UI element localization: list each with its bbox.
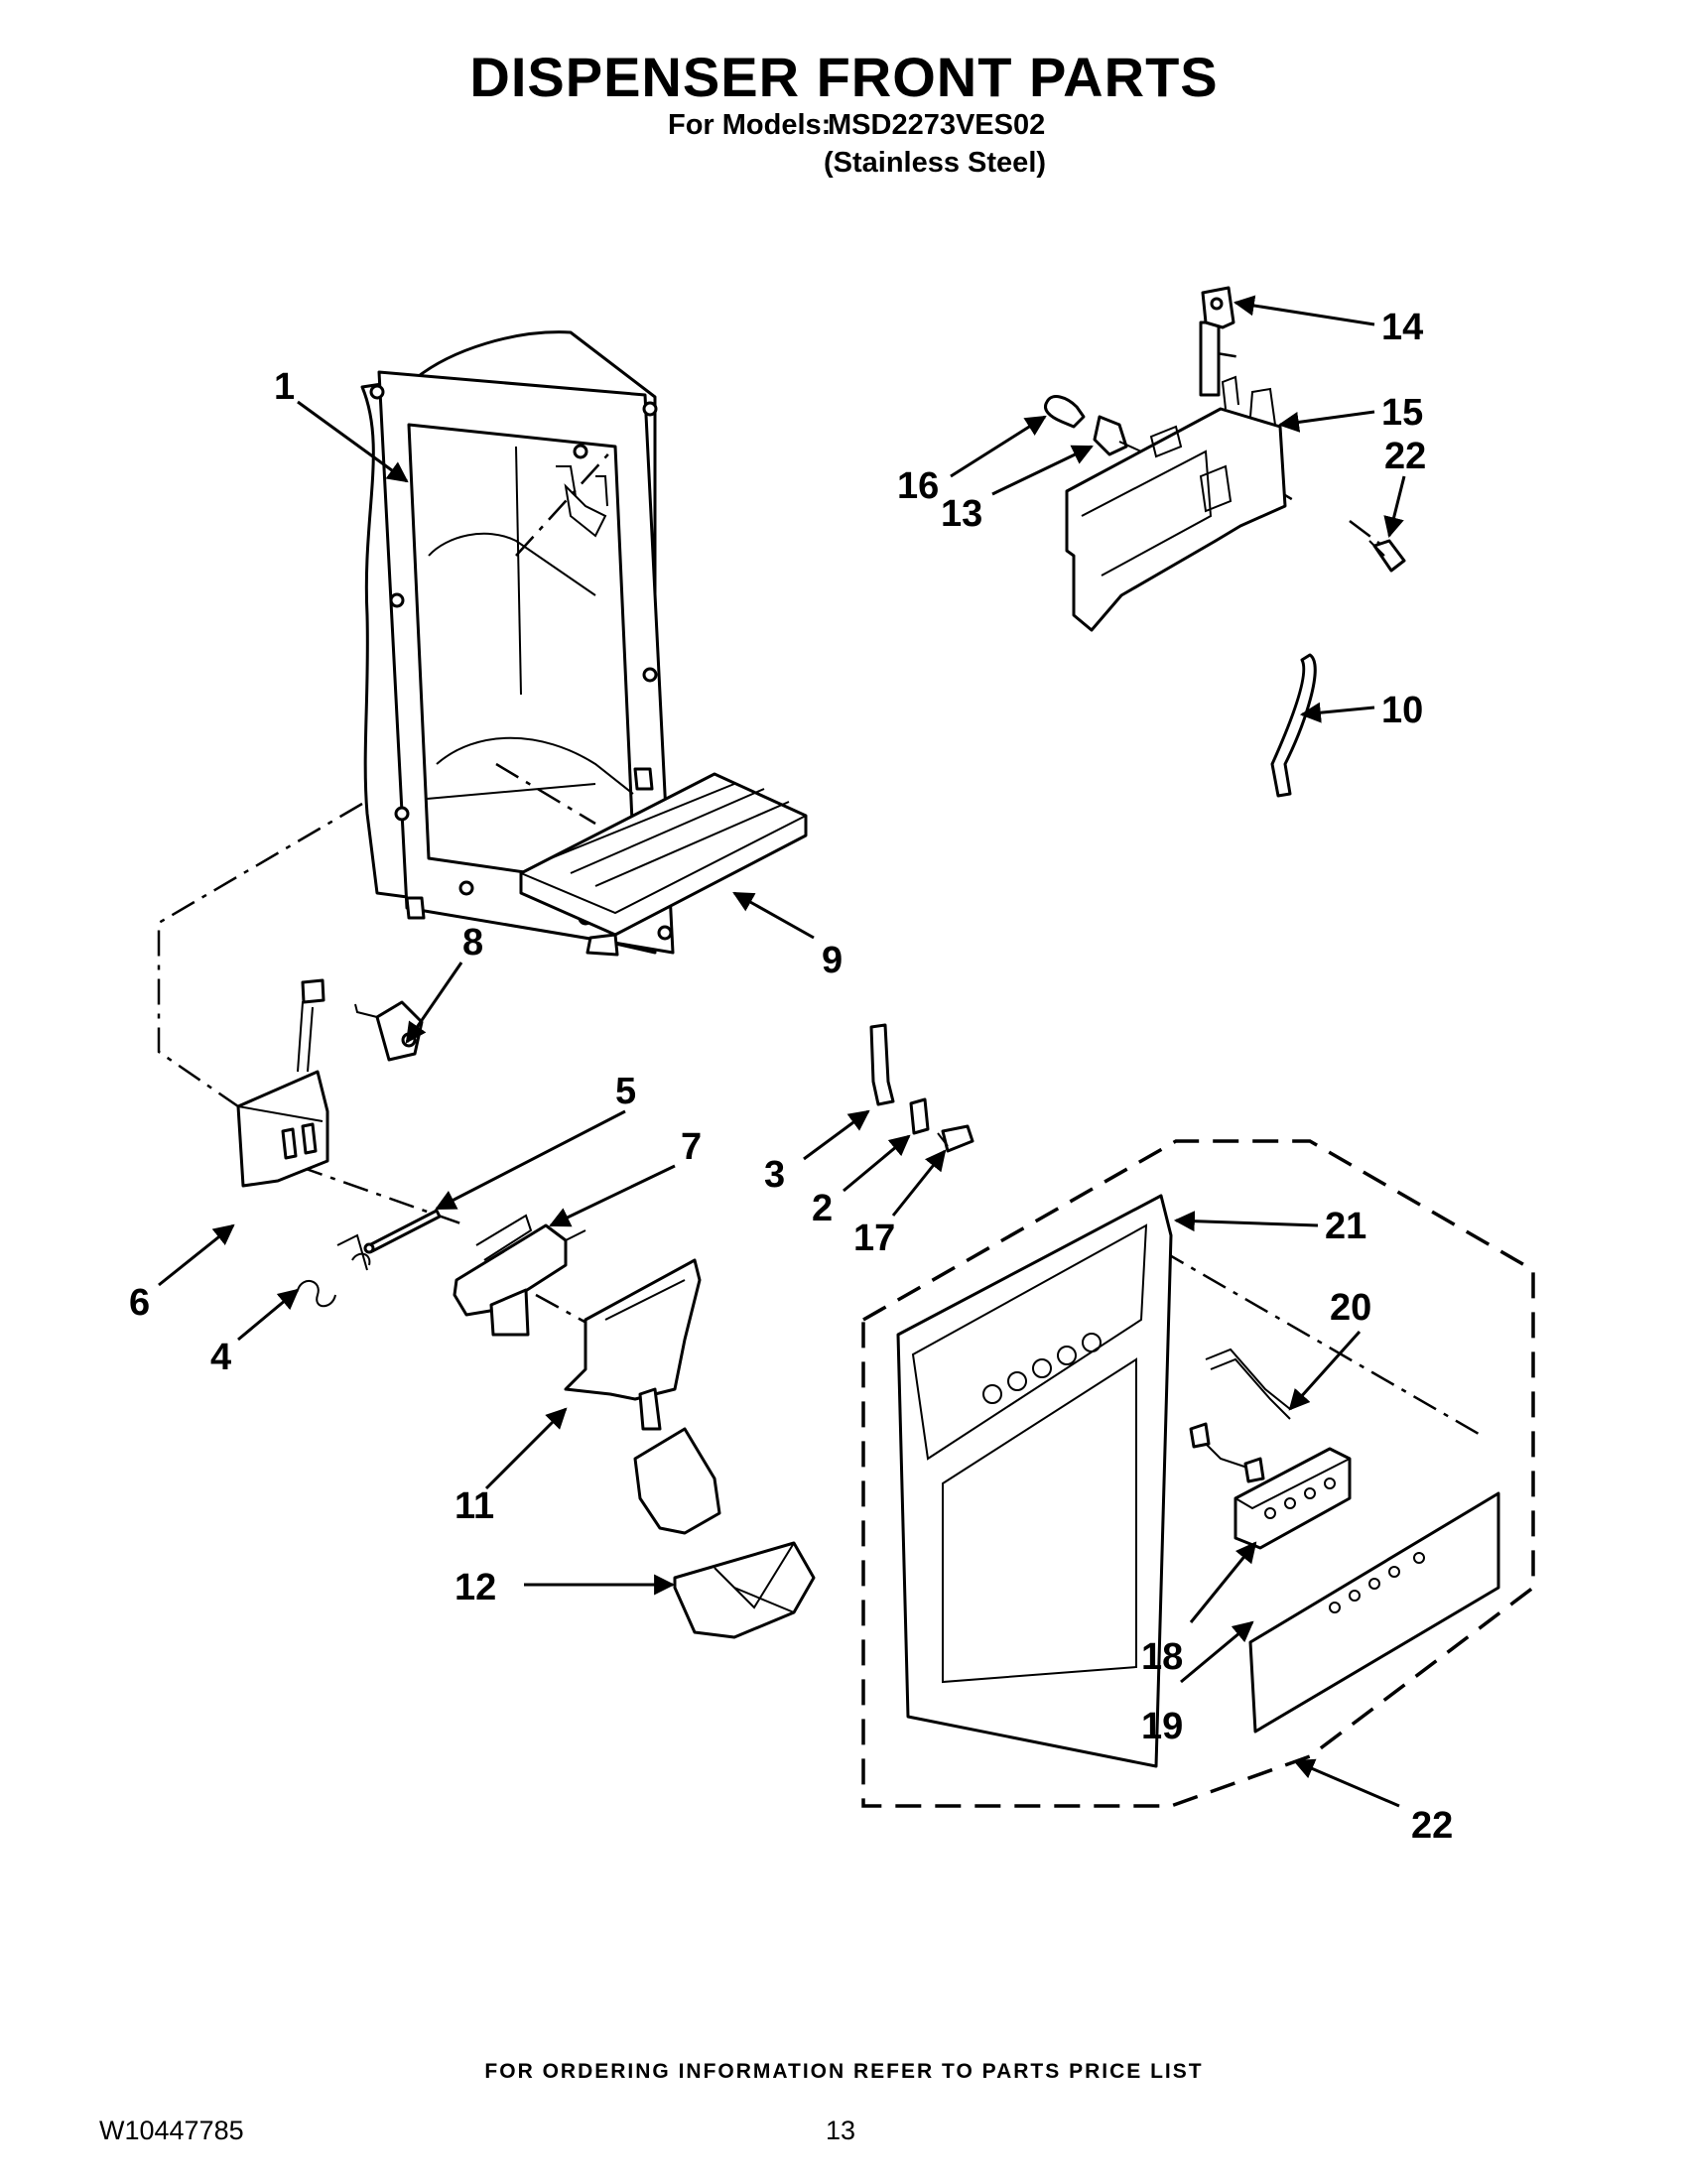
page-title: DISPENSER FRONT PARTS bbox=[469, 46, 1219, 108]
callout-4: 4 bbox=[210, 1337, 231, 1378]
clip-part-2 bbox=[909, 1097, 930, 1135]
document-number: W10447785 bbox=[99, 2116, 244, 2145]
callout-16: 16 bbox=[897, 465, 939, 507]
control-board-part-18 bbox=[1234, 1447, 1352, 1550]
callout-2: 2 bbox=[812, 1188, 833, 1229]
switch-part-3 bbox=[869, 1023, 895, 1106]
callout-22-bottom: 22 bbox=[1411, 1805, 1453, 1847]
finish-label: (Stainless Steel) bbox=[824, 147, 1047, 179]
screw-part-17 bbox=[937, 1124, 974, 1153]
callout-1: 1 bbox=[274, 366, 295, 408]
ordering-note: FOR ORDERING INFORMATION REFER TO PARTS … bbox=[484, 2060, 1204, 2083]
callout-18: 18 bbox=[1141, 1636, 1183, 1678]
housing-part-1 bbox=[360, 330, 675, 955]
page-number: 13 bbox=[826, 2116, 856, 2145]
bulb-socket-part-13 bbox=[1093, 415, 1142, 456]
lever-part-7 bbox=[453, 1214, 586, 1337]
callout-21: 21 bbox=[1325, 1206, 1366, 1247]
dispenser-arm-part-11 bbox=[564, 1258, 721, 1535]
callout-11: 11 bbox=[454, 1485, 494, 1527]
screw-part-22-top bbox=[1368, 539, 1406, 573]
spring-part-4 bbox=[297, 1233, 371, 1308]
drip-tray-part-9 bbox=[519, 772, 808, 957]
callout-14: 14 bbox=[1381, 307, 1423, 348]
model-number: MSD2273VES02 bbox=[828, 109, 1046, 141]
callout-6: 6 bbox=[129, 1282, 150, 1324]
callout-10: 10 bbox=[1381, 690, 1423, 731]
switch-part-14 bbox=[1201, 286, 1235, 329]
callout-8: 8 bbox=[462, 922, 483, 964]
callout-17: 17 bbox=[853, 1218, 895, 1259]
assembly-outline-part-22 bbox=[861, 1139, 1535, 1808]
ice-chute-part-12 bbox=[673, 1541, 816, 1639]
motor-part-8 bbox=[354, 1000, 424, 1062]
pin-part-5 bbox=[363, 1209, 442, 1254]
callout-12: 12 bbox=[454, 1567, 496, 1608]
callout-19: 19 bbox=[1141, 1706, 1183, 1747]
callout-20: 20 bbox=[1330, 1287, 1371, 1329]
callout-7: 7 bbox=[681, 1126, 702, 1168]
callout-15: 15 bbox=[1381, 392, 1423, 434]
switch-bracket-part-15 bbox=[1065, 321, 1287, 632]
callout-3: 3 bbox=[764, 1154, 785, 1196]
light-bulb-part-16 bbox=[1044, 395, 1086, 429]
actuator-part-6 bbox=[236, 978, 329, 1188]
callout-9: 9 bbox=[822, 940, 843, 981]
callout-22-top: 22 bbox=[1384, 436, 1426, 477]
wire-harness-part-20 bbox=[1189, 1348, 1291, 1483]
front-panel-part-21 bbox=[896, 1194, 1173, 1768]
overlay-part-19 bbox=[1248, 1491, 1500, 1734]
callout-5: 5 bbox=[615, 1071, 636, 1112]
tube-part-10 bbox=[1270, 653, 1317, 798]
callout-13: 13 bbox=[941, 493, 982, 535]
models-label: For Models: bbox=[668, 109, 832, 141]
